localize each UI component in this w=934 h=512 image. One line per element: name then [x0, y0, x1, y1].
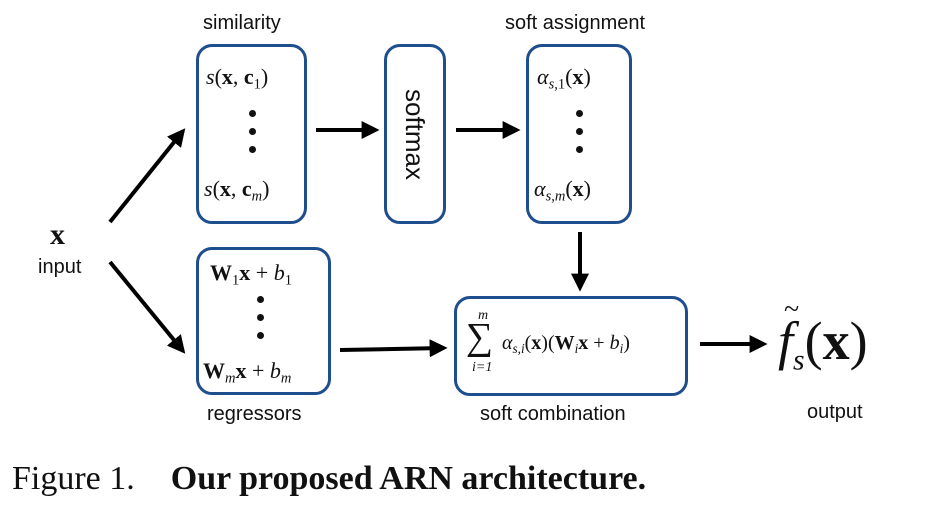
combination-box — [454, 296, 688, 396]
soft-combination-label: soft combination — [480, 403, 626, 425]
combination-sum-symbol: ∑ — [466, 316, 494, 358]
assignment-last-term: αs,m(x) — [534, 176, 591, 205]
softmax-box: softmax — [384, 44, 446, 224]
combination-sum-sub: i=1 — [472, 360, 493, 375]
combination-summand: αs,i(x)(Wix + bi) — [502, 332, 630, 356]
caption-title: Our proposed ARN architecture. — [170, 460, 647, 497]
arrow-regressors-to-combination — [339, 339, 448, 358]
similarity-last-term: s(x, cm) — [204, 176, 270, 205]
output-label: output — [807, 401, 863, 423]
softmax-label: softmax — [400, 88, 431, 180]
regressors-label: regressors — [207, 403, 302, 425]
combination-sum-sup: m — [478, 308, 489, 323]
figure-caption: Figure 1. Our proposed ARN architecture. — [12, 460, 646, 498]
similarity-vdots — [248, 110, 256, 153]
input-label: input — [38, 256, 82, 278]
regressor-last-term: Wmx + bm — [203, 358, 292, 387]
soft-assignment-label: soft assignment — [505, 12, 646, 34]
input-symbol: x — [50, 218, 65, 251]
arrow-input-to-similarity — [108, 128, 186, 224]
output-expression: ~ f s(x) — [778, 294, 868, 377]
similarity-first-term: s(x, c1) — [206, 64, 269, 93]
assignment-vdots — [575, 110, 583, 153]
regressor-first-term: W1x + b1 — [210, 260, 292, 289]
arrow-input-to-regressors — [108, 260, 186, 354]
regressors-box — [196, 247, 331, 395]
regressor-vdots — [256, 296, 264, 339]
caption-number: Figure 1. — [12, 460, 135, 497]
similarity-label: similarity — [203, 12, 281, 34]
assignment-first-term: αs,1(x) — [537, 64, 591, 93]
